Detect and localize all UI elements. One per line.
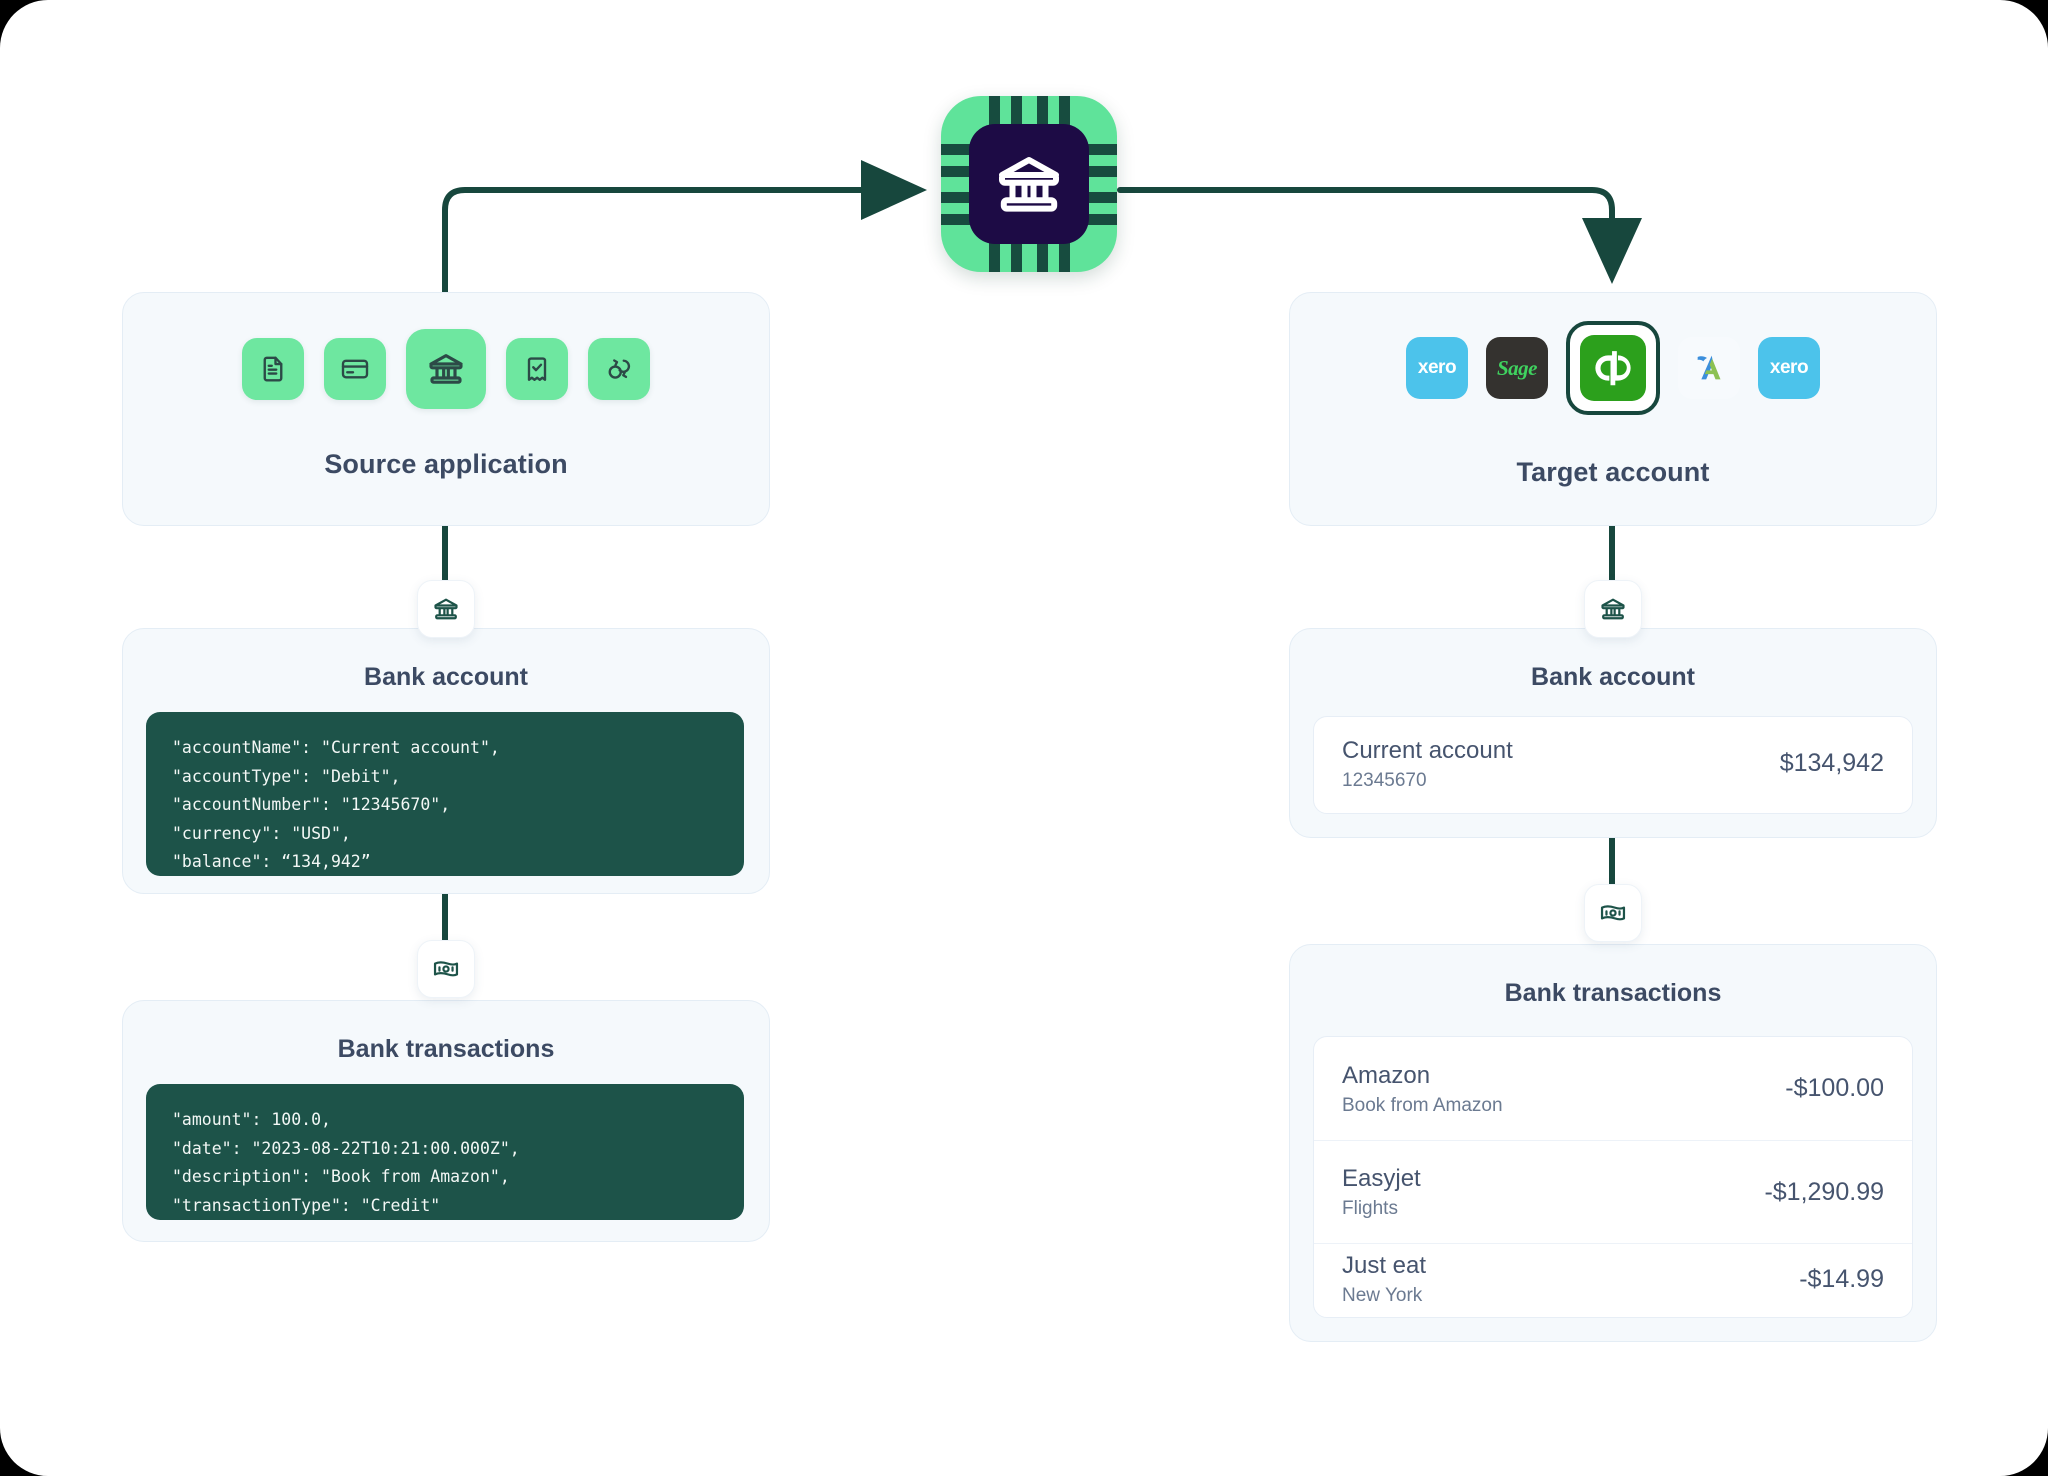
- bank-icon: [999, 157, 1059, 212]
- transaction-info: Easyjet Flights: [1342, 1164, 1421, 1220]
- freeagent-glyph: [1697, 355, 1721, 380]
- account-number: 12345670: [1342, 769, 1427, 791]
- target-account-listcard: Current account 12345670 $134,942: [1313, 716, 1913, 814]
- source-icon-row: [123, 329, 769, 409]
- bank-icon[interactable]: [406, 329, 486, 409]
- transaction-amount: -$100.00: [1785, 1074, 1884, 1102]
- xero-logo[interactable]: xero: [1406, 337, 1468, 399]
- target-account-panel: xero Sage: [1289, 292, 1937, 526]
- table-row[interactable]: Amazon Book from Amazon -$100.00: [1314, 1037, 1912, 1140]
- transaction-sub: New York: [1342, 1285, 1423, 1306]
- freeagent-logo[interactable]: [1678, 337, 1740, 399]
- quickbooks-logo-selected[interactable]: [1566, 321, 1660, 415]
- bank-account-badge-left: [417, 580, 475, 638]
- wire-hub-to-target: [1117, 187, 1642, 284]
- bank-transactions-badge-left: [417, 940, 475, 998]
- receipt-check-icon[interactable]: [506, 338, 568, 400]
- transaction-amount: -$14.99: [1799, 1264, 1884, 1293]
- bank-account-badge-right: [1584, 580, 1642, 638]
- transaction-sub: Flights: [1342, 1198, 1398, 1219]
- account-row[interactable]: Current account 12345670 $134,942: [1314, 717, 1912, 810]
- target-logo-row: xero Sage: [1290, 321, 1936, 415]
- sage-logo[interactable]: Sage: [1486, 337, 1548, 399]
- transaction-amount: -$1,290.99: [1764, 1177, 1884, 1206]
- transaction-sub: Book from Amazon: [1342, 1094, 1503, 1116]
- source-bank-account-title: Bank account: [364, 663, 528, 691]
- chip-pins: [941, 96, 1117, 272]
- source-panel-title: Source application: [324, 449, 568, 479]
- target-bank-account-title: Bank account: [1531, 663, 1695, 691]
- source-application-panel: Source application: [122, 292, 770, 526]
- credit-card-icon[interactable]: [324, 338, 386, 400]
- transaction-info: Amazon Book from Amazon: [1342, 1061, 1503, 1117]
- source-bank-transactions-title: Bank transactions: [337, 1035, 555, 1063]
- transaction-name: Just eat: [1342, 1252, 1427, 1279]
- transaction-info: Just eat New York: [1342, 1251, 1426, 1307]
- wire-source-to-hub: [442, 160, 927, 295]
- transaction-name: Easyjet: [1342, 1165, 1421, 1192]
- chip-inner: [969, 124, 1089, 244]
- account-name: Current account: [1342, 736, 1513, 764]
- sync-icon[interactable]: [588, 338, 650, 400]
- source-bank-account-code: "accountName": "Current account", "accou…: [146, 712, 744, 876]
- transaction-name: Amazon: [1342, 1061, 1431, 1089]
- bank-transactions-badge-right: [1584, 884, 1642, 942]
- xero-logo[interactable]: xero: [1758, 337, 1820, 399]
- hub-chip: [941, 96, 1117, 272]
- document-icon[interactable]: [242, 338, 304, 400]
- table-row[interactable]: Just eat New York -$14.99: [1314, 1243, 1912, 1314]
- table-row[interactable]: Easyjet Flights -$1,290.99: [1314, 1140, 1912, 1243]
- target-transactions-listcard: Amazon Book from Amazon -$100.00 Easyjet…: [1313, 1036, 1913, 1318]
- quickbooks-logo: [1580, 335, 1646, 401]
- target-panel-title: Target account: [1516, 457, 1710, 487]
- source-bank-transactions-code: "amount": 100.0, "date": "2023-08-22T10:…: [146, 1084, 744, 1220]
- account-balance: $134,942: [1779, 749, 1884, 777]
- target-bank-transactions-title: Bank transactions: [1504, 979, 1722, 1007]
- qb-glyph: [1595, 351, 1631, 386]
- account-info: Current account 12345670: [1342, 736, 1513, 792]
